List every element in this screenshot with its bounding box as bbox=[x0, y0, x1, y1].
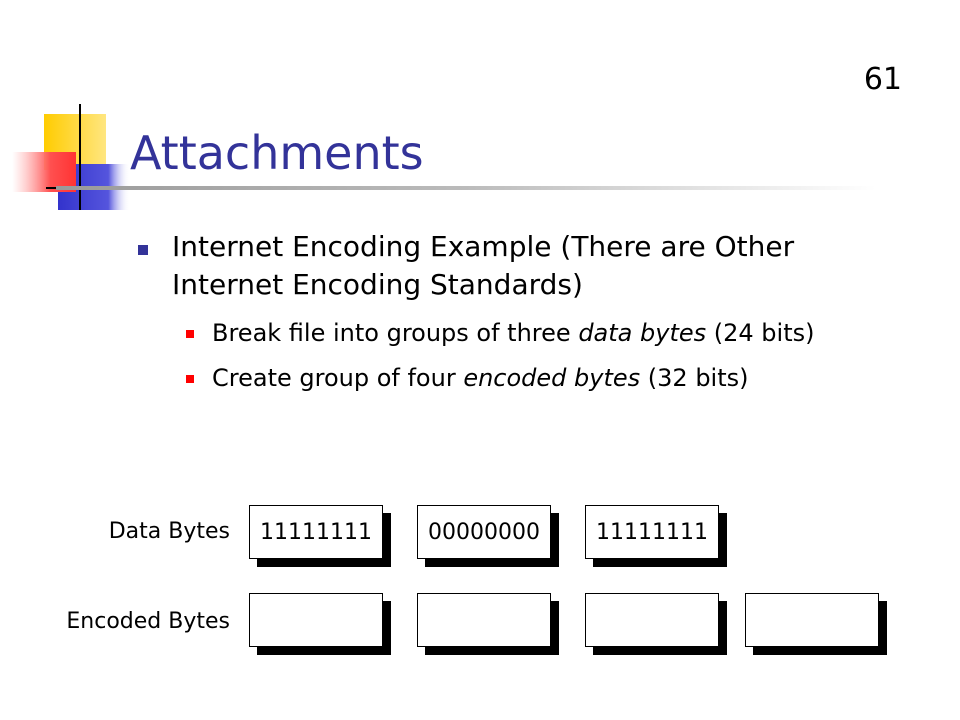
data-bytes-label: Data Bytes bbox=[108, 519, 230, 544]
encoded-byte-box bbox=[745, 593, 887, 655]
data-byte-value: 00000000 bbox=[417, 505, 551, 559]
decorative-logo bbox=[12, 104, 140, 210]
data-byte-value: 11111111 bbox=[585, 505, 719, 559]
encoded-byte-value bbox=[249, 593, 383, 647]
encoded-bytes-label: Encoded Bytes bbox=[66, 609, 230, 634]
encoded-byte-box bbox=[585, 593, 727, 655]
data-byte-box: 00000000 bbox=[417, 505, 559, 567]
square-bullet-icon bbox=[186, 330, 194, 338]
square-bullet-icon bbox=[186, 375, 194, 383]
square-bullet-icon bbox=[138, 245, 148, 255]
encoded-byte-box bbox=[417, 593, 559, 655]
bullet-main: Internet Encoding Example (There are Oth… bbox=[136, 228, 876, 304]
slide-title: Attachments bbox=[130, 126, 424, 180]
bullet-list: Internet Encoding Example (There are Oth… bbox=[136, 228, 876, 394]
data-byte-box: 11111111 bbox=[249, 505, 391, 567]
slide-number: 61 bbox=[863, 62, 902, 97]
encoded-byte-value bbox=[745, 593, 879, 647]
bullet-sub-1: Break file into groups of three data byt… bbox=[136, 318, 876, 349]
encoded-byte-value bbox=[417, 593, 551, 647]
encoded-byte-value bbox=[585, 593, 719, 647]
title-underline bbox=[56, 186, 876, 190]
data-byte-box: 11111111 bbox=[585, 505, 727, 567]
encoded-byte-box bbox=[249, 593, 391, 655]
bullet-sub-2: Create group of four encoded bytes (32 b… bbox=[136, 363, 876, 394]
data-byte-value: 11111111 bbox=[249, 505, 383, 559]
